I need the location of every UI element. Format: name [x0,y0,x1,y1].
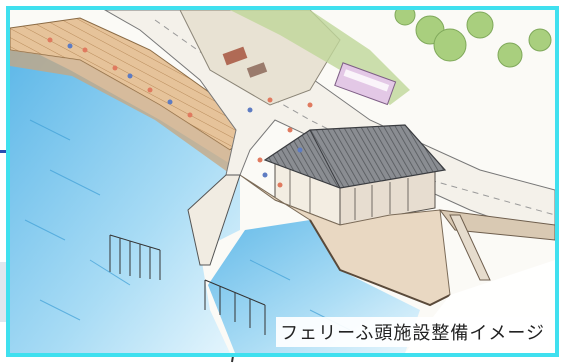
breakwater [438,209,555,241]
breakwater-arm [449,214,491,281]
sea-left [10,45,240,353]
parked-car-2 [246,62,268,78]
pier [187,174,241,266]
terminal-roof [263,124,447,189]
photo-remnant [0,262,10,322]
terminal-roof-ridge [309,129,341,189]
ferry-pier-illustration [10,10,555,353]
terminal-quay-edge [309,219,451,307]
illustration-caption: フェリーふ頭施設整備イメージ [276,317,549,347]
quay-wall-left [10,50,242,178]
illustration-frame: フェリーふ頭施設整備イメージ [6,6,559,357]
pier-railing [109,234,266,335]
parked-car [222,46,248,66]
bus [334,62,397,106]
people [47,37,313,188]
trees [394,10,552,68]
terminal-windows [289,168,409,220]
people-2 [67,43,303,178]
